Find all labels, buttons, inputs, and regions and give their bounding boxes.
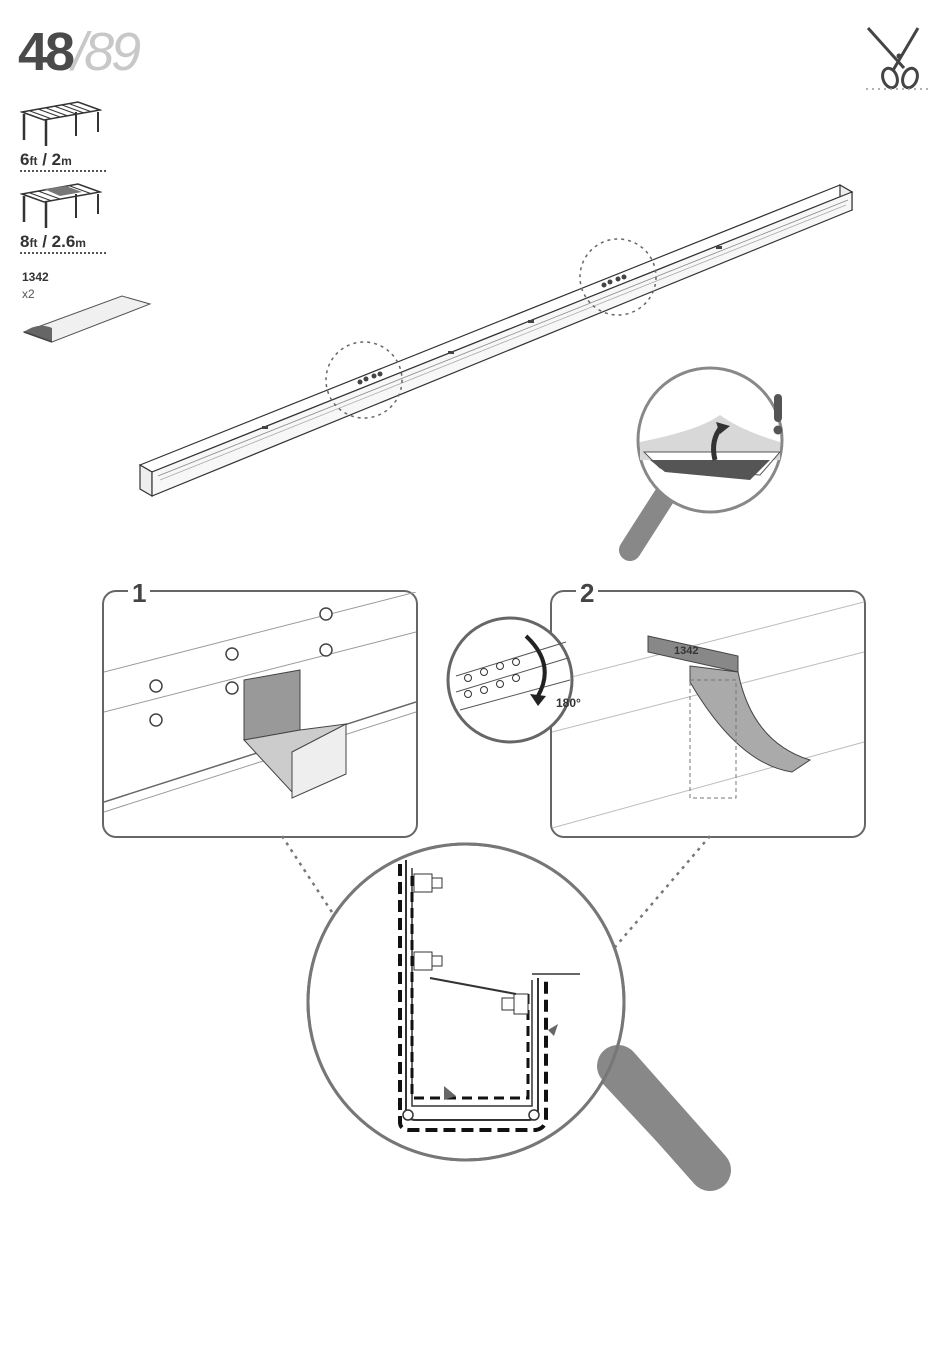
- model-8ft-thumbnail: [20, 180, 102, 235]
- page-number: 48/89: [18, 22, 138, 82]
- step-2-number: 2: [576, 580, 598, 606]
- step-1-number: 1: [128, 580, 150, 606]
- rotation-angle-label: 180°: [556, 696, 581, 710]
- tape-label: 1342: [674, 645, 698, 657]
- divider: [20, 252, 106, 254]
- model-8ft-label: 8ft / 2.6m: [20, 232, 86, 252]
- page-current: 48: [18, 22, 72, 82]
- part-number: 1342: [22, 270, 49, 284]
- model-6ft-label: 6ft / 2m: [20, 150, 72, 170]
- cross-section-magnifier: [270, 830, 740, 1205]
- step-1-panel: [102, 590, 418, 838]
- rotation-detail: [446, 606, 574, 754]
- page-total: 89: [84, 22, 138, 82]
- divider: [20, 170, 106, 172]
- model-6ft-thumbnail: [20, 98, 102, 153]
- exclamation-icon: [770, 392, 786, 441]
- scissors-icon: [860, 20, 930, 100]
- page-separator: /: [72, 22, 84, 82]
- step-2-panel: 1342: [550, 590, 866, 838]
